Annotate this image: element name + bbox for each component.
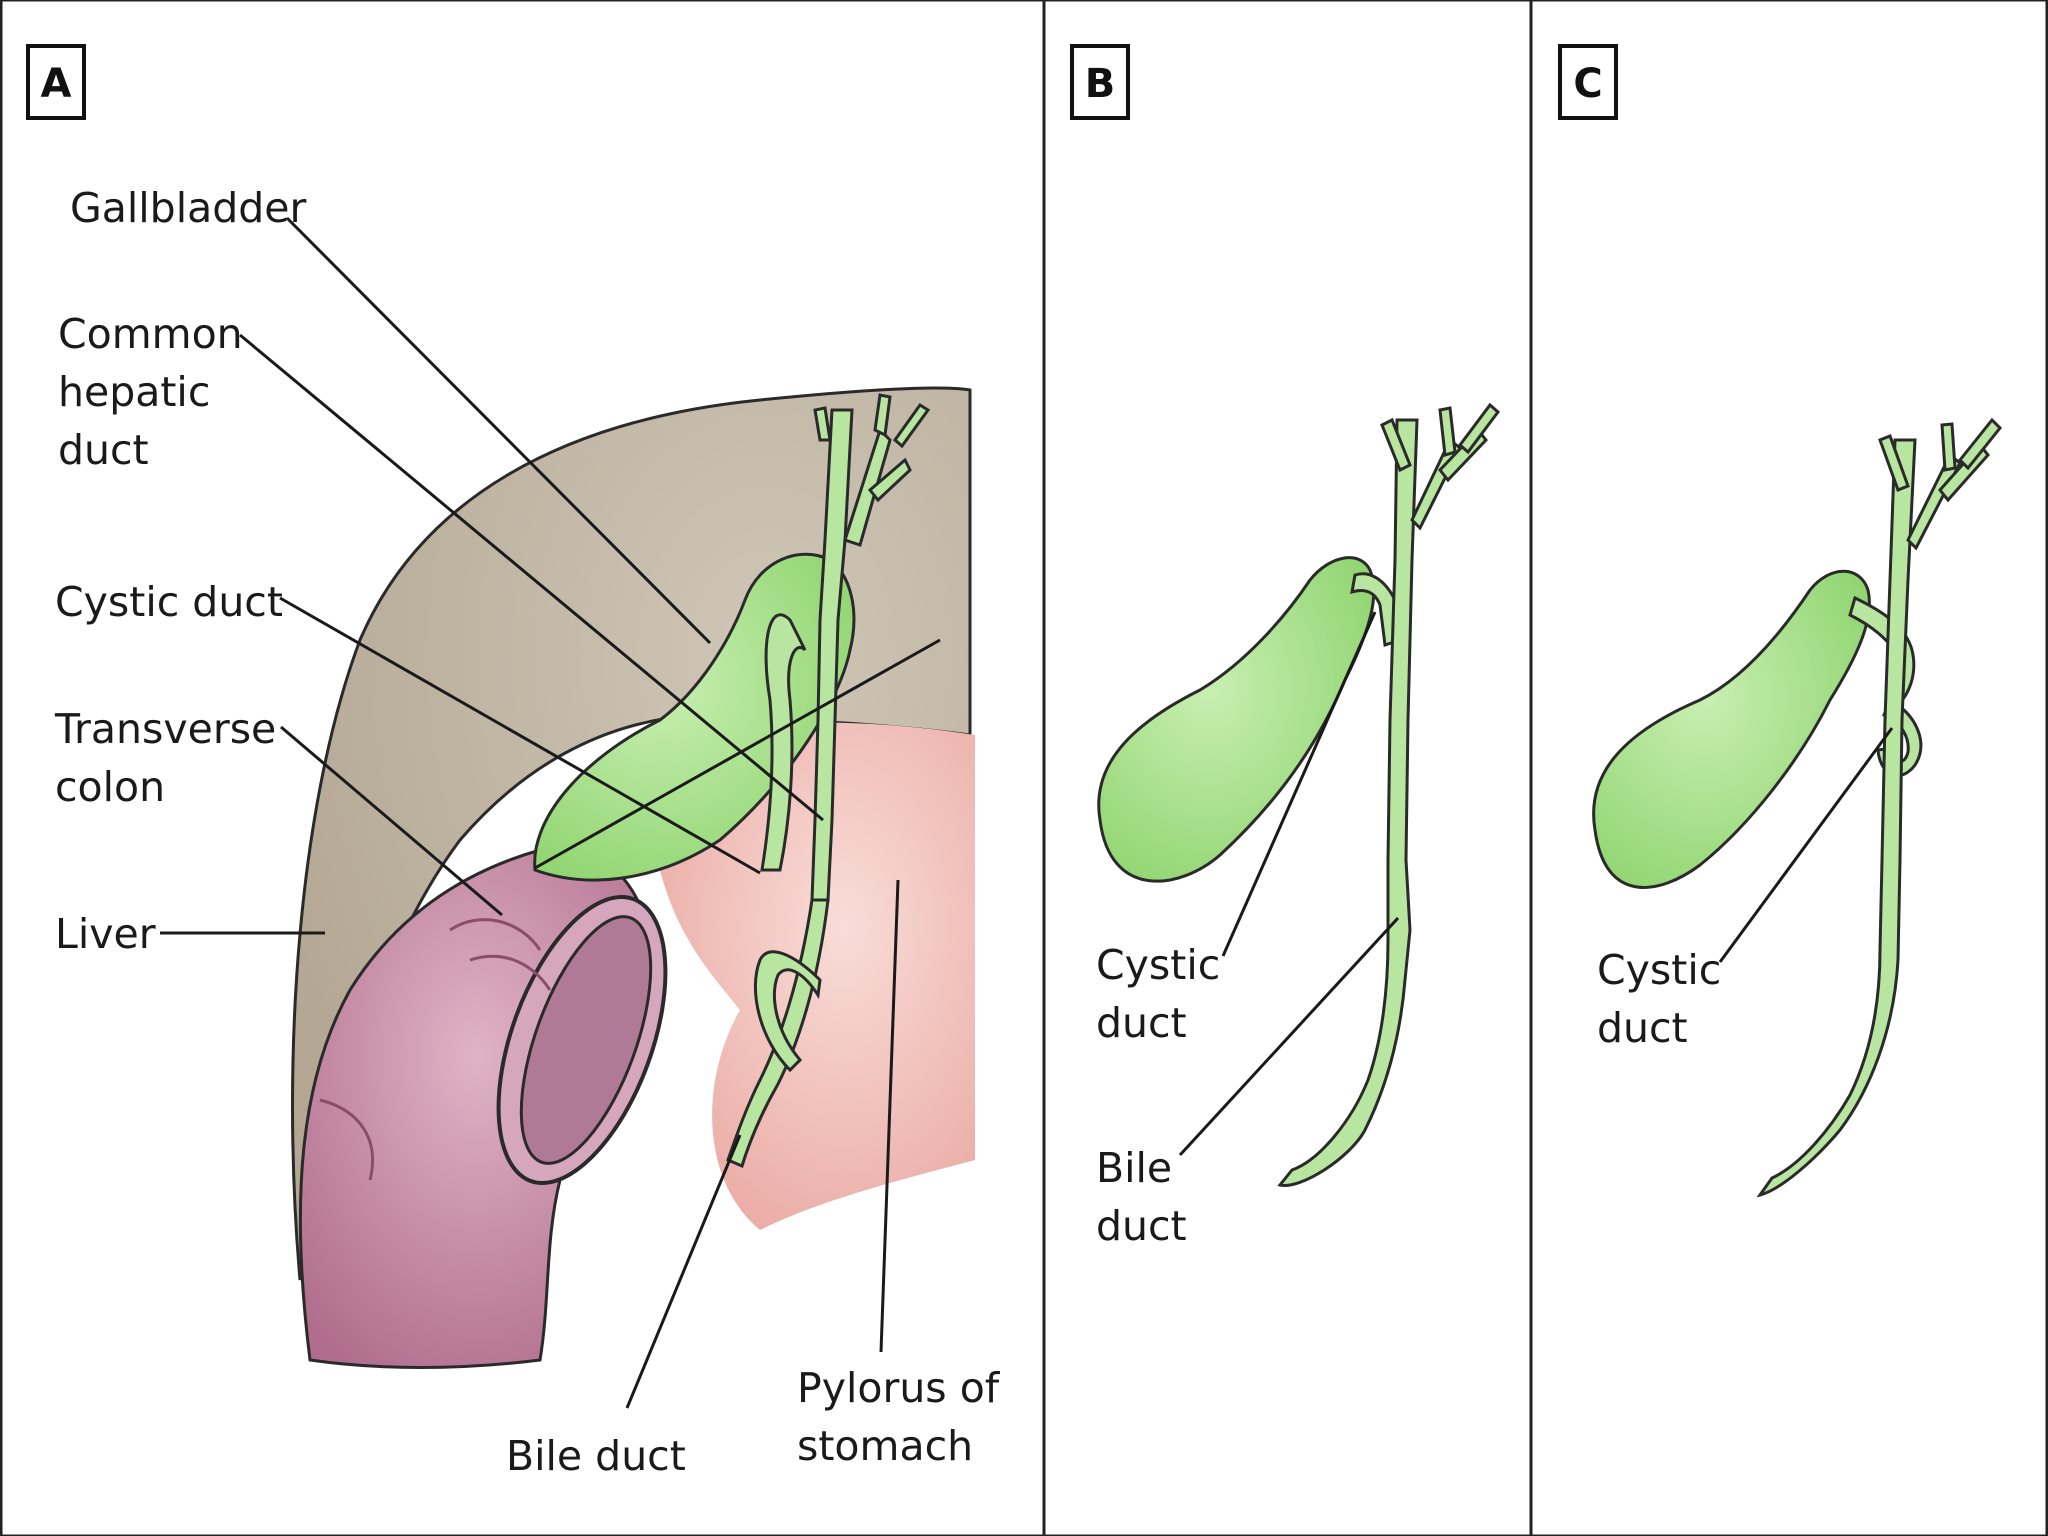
leader-lines-b: [1178, 611, 1400, 1157]
colon-fold: [469, 954, 552, 991]
gallbladder-c: [1592, 569, 1871, 889]
label-bile-duct: Bile duct: [506, 1432, 686, 1480]
label-common-hepatic-2: hepatic: [58, 368, 210, 416]
panel-letter-c: C: [1573, 61, 1602, 107]
panel-letter-b-box: B: [1070, 44, 1130, 120]
panel-letter-b: B: [1085, 61, 1116, 107]
panel-a: A: [26, 44, 1001, 1480]
panel-b: B Cystic duct Bile duct: [1070, 44, 1501, 1250]
colon-fold: [319, 1098, 375, 1181]
gallbladder-b: [1097, 556, 1376, 883]
panel-letter-a: A: [41, 61, 72, 107]
label-common-hepatic-3: duct: [58, 426, 149, 474]
panel-c: C Cystic duct: [1558, 44, 2003, 1198]
label-b-bile-2: duct: [1096, 1202, 1187, 1250]
leader-lines-c: [1718, 727, 1894, 963]
biliary-tree-c: [1756, 417, 2003, 1198]
label-cystic-duct: Cystic duct: [55, 578, 283, 626]
label-b-bile-1: Bile: [1096, 1144, 1172, 1192]
label-c-cystic-1: Cystic: [1597, 946, 1721, 994]
label-transverse-2: colon: [55, 763, 165, 811]
cystic-duct-b: [1350, 572, 1402, 648]
cystic-duct-a: [760, 613, 807, 872]
label-common-hepatic-1: Common: [58, 310, 243, 358]
label-c-cystic-2: duct: [1597, 1004, 1688, 1052]
label-b-cystic-2: duct: [1096, 999, 1187, 1047]
panel-letter-c-box: C: [1558, 44, 1618, 120]
panel-letter-a-box: A: [26, 44, 86, 120]
biliary-tree-b: [1277, 402, 1501, 1187]
colon-opening-inner: [519, 915, 653, 1165]
label-b-cystic-1: Cystic: [1096, 941, 1220, 989]
label-pylorus-2: stomach: [797, 1422, 973, 1470]
leader-lines-a: [160, 216, 941, 1409]
label-liver: Liver: [55, 910, 156, 958]
label-transverse-1: Transverse: [54, 705, 276, 753]
label-pylorus-1: Pylorus of: [797, 1364, 1001, 1412]
label-gallbladder: Gallbladder: [70, 184, 306, 232]
colon-fold: [449, 918, 542, 951]
biliary-tree-a: [726, 393, 931, 1169]
